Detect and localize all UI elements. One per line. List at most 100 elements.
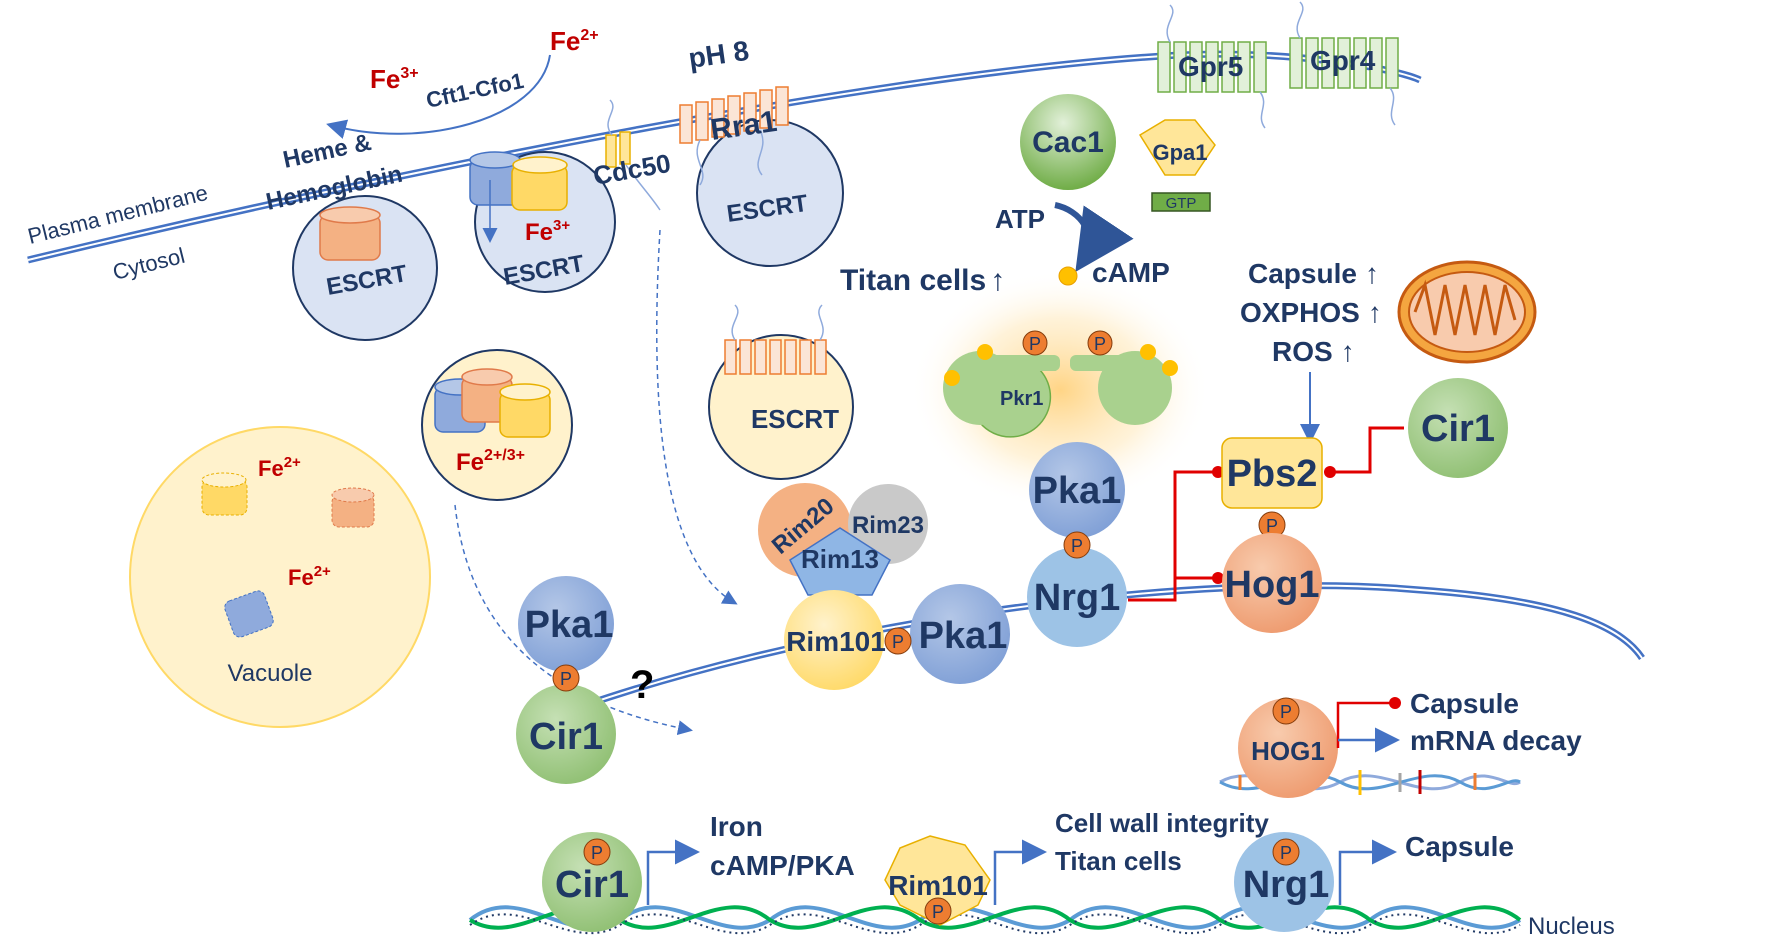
rim101-target-arrow (993, 839, 1047, 905)
camp-dot (1058, 266, 1078, 286)
nrg1-target-arrow (1338, 839, 1397, 905)
pka1-label: Pka1 (1033, 470, 1122, 512)
atp-label: ATP (995, 204, 1045, 234)
cytosol-label: Cytosol (110, 243, 187, 285)
cir1-nuc-node (542, 832, 642, 932)
cft-arrow (326, 54, 551, 139)
cir1-cyto-node (1408, 378, 1508, 478)
pkr1-camp-dot-3 (1140, 344, 1156, 360)
rim101-nuc-phospho (924, 897, 952, 925)
ros-up-label: ROS↑ (1272, 336, 1355, 367)
genomic-dna (468, 905, 1522, 935)
gpr4-label: Gpr4 (1310, 45, 1376, 76)
pkr1-right (1070, 351, 1172, 425)
cir1-iron-label: Iron (710, 811, 763, 842)
hog1-nuc-node (1238, 698, 1338, 798)
rim23-node (848, 484, 928, 564)
hog1-targets (1336, 697, 1401, 753)
rim101-label: Rim101 (786, 626, 886, 657)
hog1-nuc-label: HOG1 (1251, 736, 1325, 766)
pka1-cyto-node (518, 576, 614, 672)
nrg1-nuc-node (1234, 832, 1334, 932)
rim101-phospho (884, 627, 912, 655)
gpr5-receptor (1157, 4, 1267, 129)
camp-label: cAMP (1092, 257, 1170, 288)
cir1-cyto-label: Cir1 (1421, 408, 1495, 450)
cir1-nuc-phospho-label: P (591, 843, 603, 863)
fe2-out-label: Fe2+ (550, 26, 599, 56)
cir1-node (516, 684, 616, 784)
cdc50-rim-arrow (656, 229, 738, 605)
rim23-label: Rim23 (852, 512, 924, 539)
rim101-nuc-label: Rim101 (888, 870, 988, 901)
gtp-badge (1151, 192, 1211, 212)
vesicle-cir1-arrow (454, 504, 693, 736)
pkr1-camp-dot-2 (944, 370, 960, 386)
heme-label: Heme & (281, 129, 374, 174)
pkr1-phospho-2 (1087, 330, 1113, 356)
atp-camp-arrow (1054, 202, 1134, 272)
pkr1-camp-dot-1 (977, 344, 993, 360)
cir1-camp-label: cAMP/PKA (710, 850, 855, 881)
rim101-pka1-label: Pka1 (919, 615, 1008, 657)
escrt-fe3-label: Fe3+ (525, 217, 570, 246)
pka1-cyto-label: Pka1 (525, 604, 614, 646)
gpa1-label: Gpa1 (1152, 140, 1207, 165)
pkr1-label: Pkr1 (1000, 388, 1043, 410)
question-mark: ? (630, 663, 654, 707)
pkr1-left (943, 351, 1060, 438)
fe3-out-label: Fe3+ (370, 64, 419, 94)
rim101-titan-label: Titan cells (1055, 846, 1182, 876)
mitochondrion (1397, 260, 1537, 364)
pkr1-phospho-2-label: P (1094, 334, 1106, 354)
rra1-receptor (679, 86, 789, 186)
cir1-nuc-phospho (583, 838, 611, 866)
escrt-vesicle-fe (469, 151, 616, 293)
gpr4-receptor (1289, 1, 1399, 126)
nucleus-label: Nucleus (1528, 913, 1615, 940)
rim101-node (784, 590, 884, 690)
rim101-nuc-phospho-label: P (932, 902, 944, 922)
hog1-capsule-label: Capsule (1410, 688, 1519, 719)
pbs2-hog1-phospho-label: P (1266, 516, 1278, 536)
vacuole (129, 426, 431, 728)
rim101-pka1-node (910, 584, 1010, 684)
vacuole-label: Vacuole (228, 660, 313, 687)
nrg1-nuc-label: Nrg1 (1243, 864, 1330, 906)
rim101-nuc-node (884, 835, 991, 926)
nrg1-capsule-label: Capsule (1405, 831, 1514, 862)
nrg1-nuc-phospho (1272, 838, 1300, 866)
gpa1-node (1138, 119, 1216, 176)
cdc50-protein (605, 99, 661, 211)
pka1-cir1-phospho-label: P (560, 669, 572, 689)
pkr1-phospho-1 (1022, 330, 1048, 356)
hog1-node (1222, 533, 1322, 633)
vacuole-fe-1-label: Fe2+ (258, 454, 301, 481)
capsule-up-label: Capsule↑ (1248, 258, 1379, 289)
camp-glow (910, 270, 1210, 510)
rim101-cwi-label: Cell wall integrity (1055, 808, 1269, 838)
hog1-label: Hog1 (1225, 564, 1320, 606)
oxphos-up-label: OXPHOS↑ (1240, 297, 1382, 328)
escrt-internal-label: ESCRT (751, 404, 839, 434)
ph-label: pH 8 (687, 35, 751, 74)
iron-vesicle (421, 349, 573, 501)
hog1-nuc-phospho (1272, 697, 1300, 725)
cdc50-label: Cdc50 (591, 148, 673, 191)
pka1-nrg1-phospho (1063, 531, 1091, 559)
pka1-node (1029, 442, 1125, 538)
escrt-vesicle-internal (708, 304, 854, 480)
pka1-nrg1-phospho-label: P (1071, 536, 1083, 556)
pkr1-camp-dot-4 (1162, 360, 1178, 376)
cac1-node (1020, 94, 1116, 190)
hog1-nuc-phospho-label: P (1280, 702, 1292, 722)
rim13-label: Rim13 (801, 544, 879, 574)
nrg1-node (1027, 547, 1127, 647)
gpr5-label: Gpr5 (1178, 51, 1243, 82)
rim101-phospho-label: P (892, 632, 904, 652)
cir1-nuc-label: Cir1 (555, 864, 629, 906)
nrg1-inhibition (1128, 466, 1224, 602)
cir1-target-arrow (646, 839, 700, 905)
nrg1-nuc-phospho-label: P (1280, 843, 1292, 863)
